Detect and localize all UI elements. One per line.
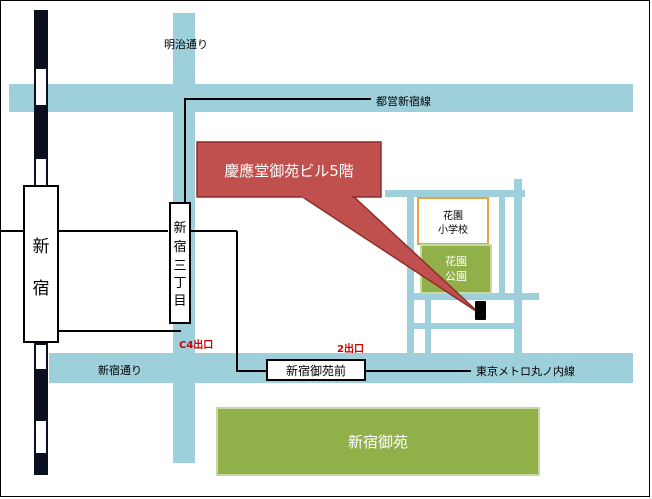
school-box bbox=[417, 197, 489, 245]
station-gyoenmae-box bbox=[266, 359, 366, 381]
station-shinjuku-box bbox=[23, 185, 59, 343]
line-metro-marunouchi bbox=[236, 231, 267, 372]
station-sanchome-char: 宿 bbox=[173, 239, 186, 255]
school-label: 花園 bbox=[443, 209, 463, 222]
rail-dash bbox=[36, 69, 46, 105]
street-hanazono-mid bbox=[411, 293, 539, 300]
station-sanchome-char: 丁 bbox=[173, 276, 186, 291]
street-hanazono-left bbox=[407, 190, 414, 354]
station-sanchome-char: 新 bbox=[173, 220, 186, 236]
building-marker bbox=[475, 301, 486, 320]
subway-lines bbox=[1, 98, 471, 372]
shinjuku-gyoen: 新宿御苑 bbox=[216, 407, 540, 476]
label-metro-marunouchi-line: 東京メトロ丸ノ内線 bbox=[476, 364, 575, 378]
gyoen-label: 新宿御苑 bbox=[348, 433, 408, 451]
street-hanazono-right bbox=[514, 179, 522, 354]
callout-text: 慶應堂御苑ビル5階 bbox=[224, 162, 354, 180]
station-shinjuku-char: 新 bbox=[33, 237, 50, 257]
station-sanchome-box bbox=[169, 202, 191, 324]
station-shinjuku-char: 宿 bbox=[33, 279, 50, 299]
gyoen-box bbox=[216, 407, 540, 476]
street-hanazono-left2 bbox=[425, 293, 431, 354]
station-gyoenmae-label: 新宿御苑前 bbox=[286, 363, 346, 378]
park-label: 花園 bbox=[445, 255, 467, 268]
label-exit-2: 2出口 bbox=[337, 342, 364, 355]
building-callout: 慶應堂御苑ビル5階 bbox=[196, 141, 480, 314]
station-sanchome-char: 三 bbox=[173, 259, 186, 274]
station-shinjuku-sanchome: 新 宿 三 丁 目 bbox=[169, 202, 191, 324]
label-exit-c4: C4出口 bbox=[179, 338, 213, 351]
rail-dash bbox=[36, 345, 46, 369]
callout-box bbox=[196, 141, 382, 198]
label-meiji-dori: 明治通り bbox=[164, 37, 208, 51]
station-sanchome-char: 目 bbox=[173, 294, 186, 309]
rail-dash bbox=[36, 421, 46, 453]
station-shinjuku: 新 宿 bbox=[23, 185, 59, 343]
street-hanazono-right2 bbox=[499, 190, 505, 293]
line-toei-shinjuku bbox=[184, 98, 371, 203]
street-hanazono-top bbox=[385, 190, 525, 197]
hanazono-school: 花園 小学校 bbox=[417, 197, 489, 245]
rail-dash bbox=[36, 159, 46, 187]
station-shinjuku-gyoenmae: 新宿御苑前 bbox=[266, 359, 366, 381]
label-toei-shinjuku-line: 都営新宿線 bbox=[376, 94, 431, 108]
street-hanazono-low bbox=[411, 323, 519, 329]
school-label: 小学校 bbox=[438, 223, 468, 236]
park-label: 公園 bbox=[445, 270, 467, 283]
roads bbox=[9, 13, 633, 463]
label-shinjuku-dori: 新宿通り bbox=[98, 363, 142, 377]
